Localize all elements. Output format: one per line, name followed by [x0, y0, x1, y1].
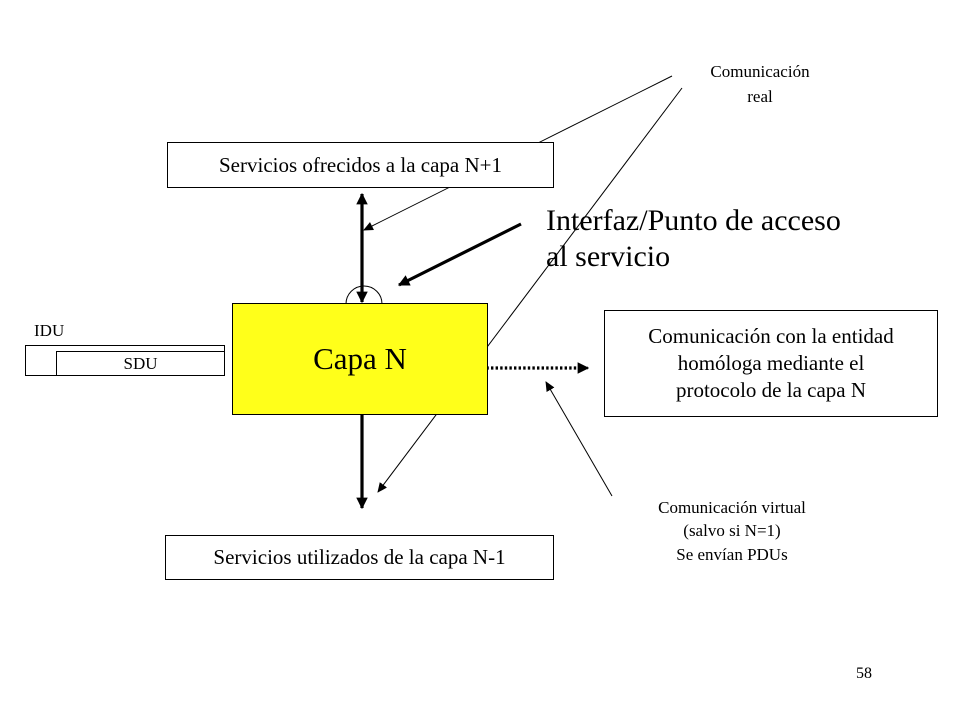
layer-n-label: Capa N: [313, 341, 407, 376]
sdu-label: SDU: [123, 353, 158, 373]
peer-box-line-2: homóloga mediante el: [677, 350, 865, 375]
virtual-communication-line-2: (salvo si N=1): [683, 521, 781, 541]
interface-pointer-arrow: [397, 222, 522, 287]
services-offered-label: Servicios ofrecidos a la capa N+1: [219, 152, 502, 177]
virtual-communication-line-3: Se envían PDUs: [676, 544, 788, 564]
idu-label: IDU: [34, 321, 65, 340]
virtual-communication-label: Comunicación virtual (salvo si N=1) Se e…: [604, 496, 860, 566]
page-number: 58: [856, 665, 872, 682]
peer-box-line-3: protocolo de la capa N: [675, 378, 867, 403]
virtual-communication-line-1: Comunicación virtual: [658, 498, 806, 517]
real-communication-line-1: Comunicación: [710, 62, 810, 81]
services-used-label: Servicios utilizados de la capa N-1: [213, 545, 506, 569]
real-communication-line-2: real: [747, 86, 773, 106]
services-used-box: Servicios utilizados de la capa N-1: [165, 535, 554, 580]
sdu-box: SDU: [56, 351, 225, 376]
real-communication-label: Comunicación real: [672, 60, 848, 109]
interface-label-line-1: Interfaz/Punto de acceso: [546, 204, 841, 237]
real-communication-arrow-lower: [377, 87, 683, 493]
interface-label-line-2: al servicio: [546, 240, 671, 273]
services-offered-box: Servicios ofrecidos a la capa N+1: [167, 142, 554, 188]
interface-label: Interfaz/Punto de acceso al servicio: [546, 203, 841, 275]
peer-communication-box: Comunicación con la entidad homóloga med…: [604, 310, 938, 417]
virtual-communication-arrow: [545, 381, 613, 497]
layer-n-box: Capa N: [232, 303, 488, 415]
peer-box-line-1: Comunicación con la entidad: [648, 323, 894, 348]
